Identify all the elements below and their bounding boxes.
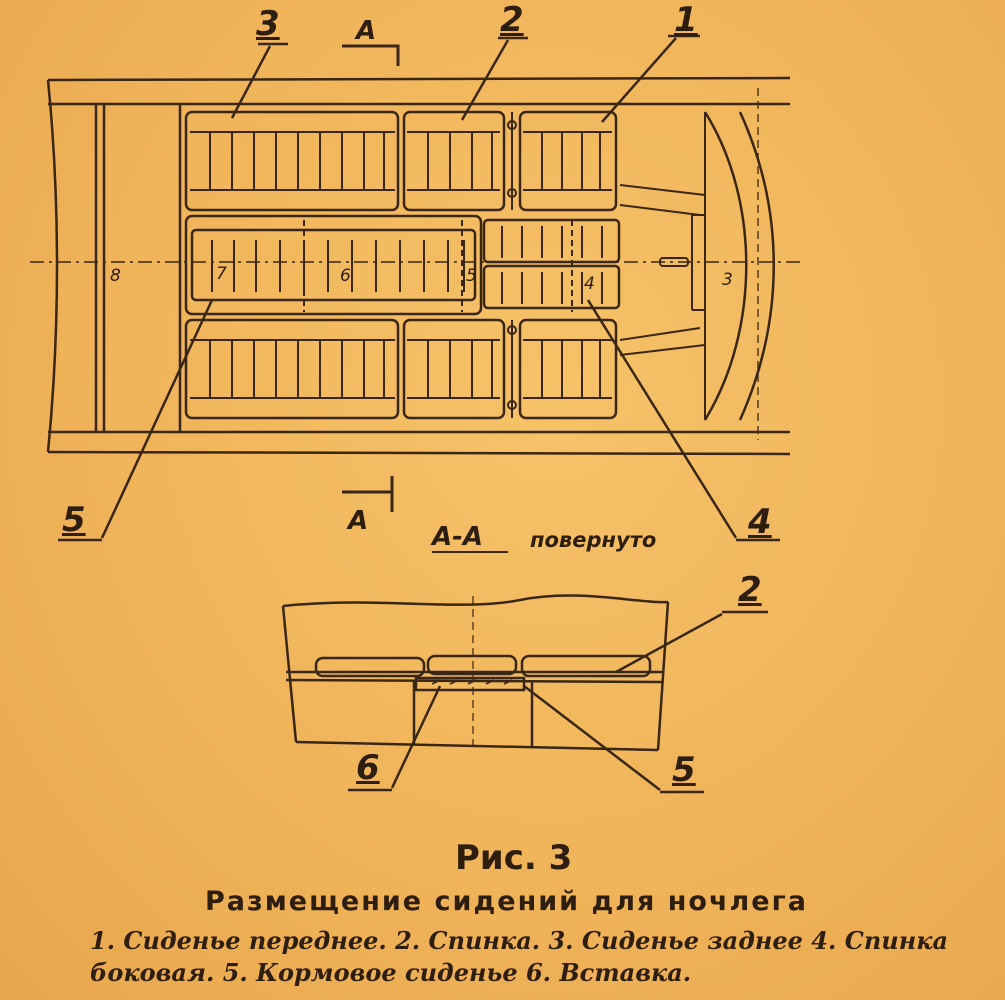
inner-number-8: 8 (110, 266, 121, 286)
legend-line-2: боковая. 5. Кормовое сиденье 6. Вставка. (90, 958, 692, 987)
callout-3: 3 (256, 4, 280, 44)
figure-title: Размещение сидений для ночлега (205, 886, 808, 917)
inner-number-3: 3 (722, 270, 733, 290)
callout-5: 5 (62, 500, 86, 540)
legend-line-1: 1. Сиденье переднее. 2. Спинка. 3. Сиден… (90, 926, 948, 955)
section-marker-bottom: A (348, 506, 369, 536)
section-callout-6: 6 (356, 748, 380, 788)
inner-number-4: 4 (584, 274, 595, 294)
callout-2: 2 (500, 0, 524, 40)
callout-4: 4 (748, 502, 772, 542)
section-marker-top: A (356, 16, 377, 46)
figure-number: Рис. 3 (455, 838, 573, 878)
inner-number-5: 5 (466, 266, 477, 286)
section-callout-5: 5 (672, 750, 696, 790)
inner-number-7: 7 (216, 264, 227, 284)
section-callout-2: 2 (738, 570, 762, 610)
callout-1: 1 (674, 0, 698, 40)
inner-number-6: 6 (340, 266, 351, 286)
section-subtitle: повернуто (530, 528, 657, 552)
section-title: А-А (432, 522, 484, 552)
